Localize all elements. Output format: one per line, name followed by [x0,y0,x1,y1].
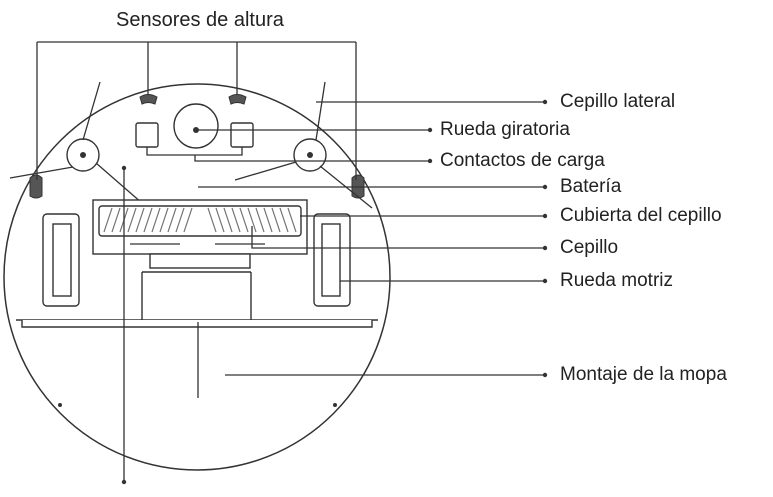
leader-height-sensors [36,41,357,180]
caster-wheel [173,103,219,149]
charging-contact-left [135,122,159,148]
drive-wheel-right [313,213,351,307]
drive-wheel-left [42,213,80,307]
brush-lower-slot [149,253,251,269]
label-sensores-altura: Sensores de altura [116,9,284,31]
robot-body [3,83,391,471]
leader-charging-contacts [146,147,430,162]
label-bateria: Batería [560,176,622,197]
label-cubierta-cepillo: Cubierta del cepillo [560,205,722,226]
side-brush-right [234,81,373,209]
side-brush-left [9,81,151,211]
mop-mount-center-block [141,271,252,320]
height-sensor-right [228,94,247,105]
charging-contact-right [230,122,254,148]
label-rueda-motriz: Rueda motriz [560,270,673,291]
height-sensor-left [139,94,158,105]
label-contactos-carga: Contactos de carga [440,150,605,171]
main-brush [98,205,302,237]
mop-mount-rim [21,320,373,328]
label-cepillo: Cepillo [560,237,619,258]
label-cepillo-lateral: Cepillo lateral [560,91,676,112]
label-rueda-giratoria: Rueda giratoria [440,119,570,140]
leader-brush [251,226,545,249]
height-sensor-side-left [29,174,43,199]
label-montaje-mopa: Montaje de la mopa [560,364,727,385]
